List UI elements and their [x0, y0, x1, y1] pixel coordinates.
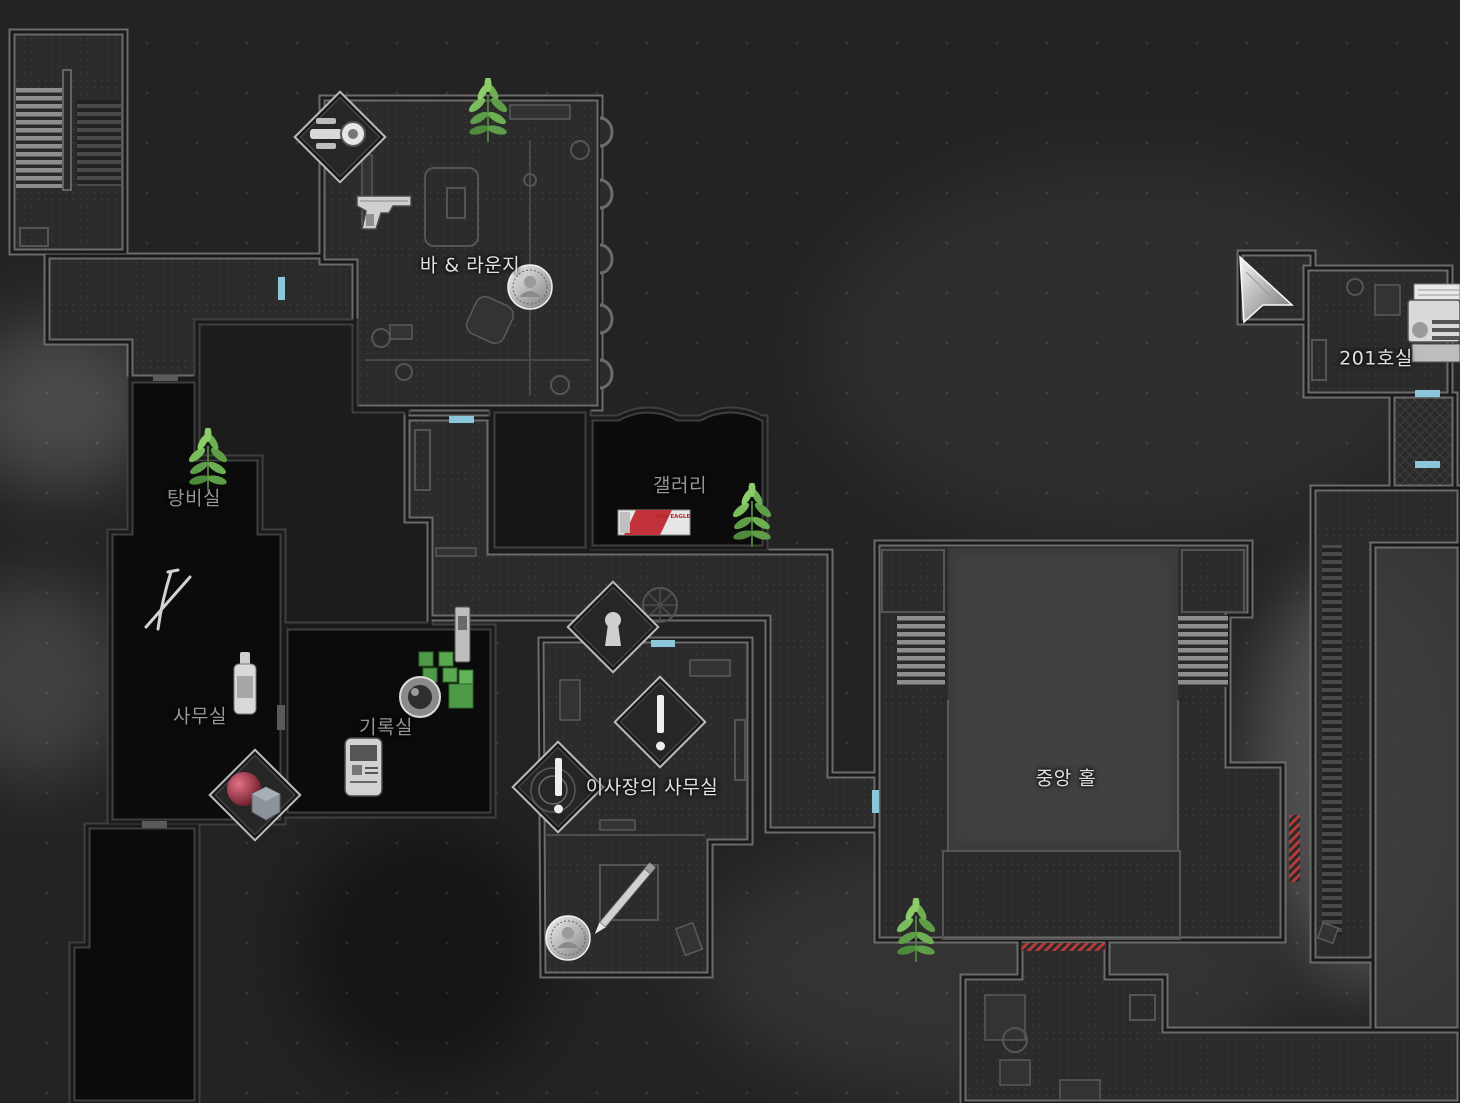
door: [277, 705, 285, 730]
document-bag-icon: [344, 737, 383, 797]
lockpick-icon: [144, 568, 192, 631]
room-label-archive: 기록실: [359, 716, 413, 739]
locked-door: [1022, 943, 1105, 951]
coin-icon: [545, 915, 591, 961]
hall-atrium-glow: [956, 556, 1170, 843]
sphere-cube-icon: [227, 772, 281, 821]
unexplored-small-room: [492, 410, 588, 550]
herb-icon: [465, 78, 511, 142]
door: [449, 416, 474, 423]
east-room: [1373, 545, 1460, 1030]
doors-open: [278, 277, 1440, 813]
doors-locked: [1022, 815, 1300, 951]
vial-icon: [454, 606, 471, 663]
room-label-office: 사무실: [173, 705, 227, 728]
keyhole-icon: [605, 612, 621, 646]
safe-marker[interactable]: [293, 90, 387, 184]
backdrop-blur: [300, 820, 550, 1080]
room-label-gallery: 갤러리: [653, 474, 707, 497]
puzzle-marker[interactable]: [208, 748, 302, 842]
stairwell-stairs: [16, 69, 121, 247]
pencil-icon: [594, 862, 656, 935]
office-furniture: [545, 659, 746, 957]
room-label-pantry: 탕비실: [167, 487, 221, 510]
locked-door: [1289, 815, 1300, 882]
hall-stairs: [881, 549, 1245, 940]
typewriter-icon: [1407, 283, 1460, 363]
cursor-arrow-icon: [1239, 255, 1294, 324]
exclamation-icon: [656, 695, 665, 751]
blocks-icon: [418, 651, 474, 709]
cigarette-pack-icon: RED EAGLE: [617, 509, 691, 536]
objective-marker[interactable]: [613, 675, 707, 769]
handgun-icon: [356, 195, 412, 230]
room-label-central-hall: 중앙 홀: [1035, 767, 1097, 790]
room-label-chairman-office: 이사장의 사무실: [585, 776, 719, 799]
door: [651, 640, 675, 647]
room-label-bar-lounge: 바 & 라운지: [419, 254, 521, 277]
door: [278, 277, 285, 300]
objective-marker[interactable]: [511, 740, 605, 834]
door: [142, 821, 167, 828]
room-201-furniture: [1311, 278, 1401, 381]
safe-icon: [310, 118, 366, 149]
doors-unexplored: [142, 375, 285, 828]
corridor-fixtures: [414, 429, 678, 623]
door: [153, 375, 178, 381]
south-hall-furniture: [984, 994, 1156, 1101]
door: [1415, 461, 1440, 468]
lens-icon: [399, 676, 441, 718]
door: [872, 790, 879, 813]
southwest-corridor: [72, 826, 197, 1103]
keyhole-marker[interactable]: [566, 580, 660, 674]
east-corridor-fixtures: [1316, 405, 1450, 945]
door: [1415, 390, 1440, 397]
bottle-icon: [233, 652, 257, 715]
exclamation-icon: [530, 758, 576, 814]
room-label-201: 201호실: [1339, 347, 1413, 370]
cigarette-pack-label: RED EAGLE: [656, 514, 691, 520]
